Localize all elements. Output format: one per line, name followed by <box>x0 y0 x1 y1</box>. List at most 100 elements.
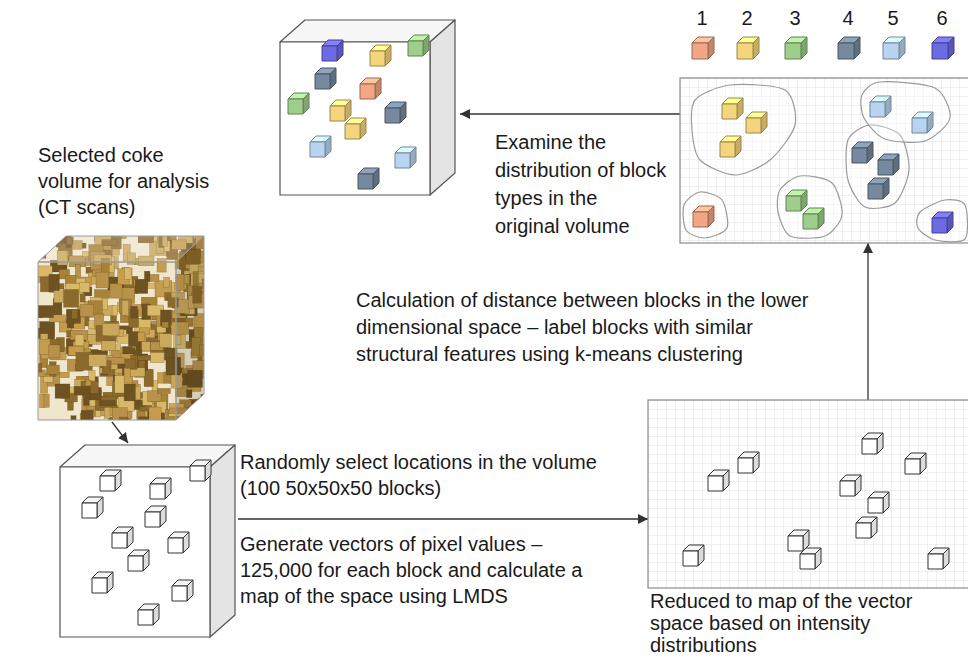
illustration-group <box>30 230 225 441</box>
legend-item: 3 <box>777 0 813 70</box>
block-cube <box>128 550 149 571</box>
coke-piece <box>204 234 216 248</box>
block-front <box>868 498 883 513</box>
block-cube <box>868 178 889 199</box>
block-cube <box>168 532 189 553</box>
block-front <box>128 556 143 571</box>
coke-texture <box>30 230 225 441</box>
block-front <box>803 214 818 229</box>
block-front <box>722 104 737 119</box>
map-panel <box>680 78 968 243</box>
block-cube <box>100 470 121 491</box>
block-cube <box>172 580 193 601</box>
cluster-map <box>680 78 968 243</box>
block-side <box>801 37 807 59</box>
coke-piece <box>112 408 127 423</box>
legend-holder: 3 <box>777 6 813 30</box>
text-holder: Generate vectors of pixel values – 125,0… <box>240 531 605 609</box>
cluster-number: 1 <box>684 6 720 30</box>
block-cube <box>395 147 416 168</box>
block-cube <box>385 102 406 123</box>
block-cube <box>370 45 391 66</box>
block-front <box>330 106 345 121</box>
block-side <box>723 470 729 491</box>
coke-piece <box>107 377 113 386</box>
sampled-volume: Randomly select locations in the volume … <box>58 443 238 642</box>
block-side <box>735 136 741 157</box>
block-front <box>692 43 708 59</box>
block-side <box>423 35 429 56</box>
block-front <box>786 196 801 211</box>
block-side <box>698 545 704 566</box>
illustration-group <box>680 78 968 243</box>
block-side <box>127 527 133 548</box>
volume-top-face <box>38 236 204 262</box>
coke-piece <box>44 394 49 407</box>
block-cube <box>852 142 873 163</box>
coke-piece <box>133 350 142 356</box>
block-front <box>720 142 735 157</box>
cluster-map-illustration <box>680 78 968 243</box>
legend-swatch <box>882 36 908 62</box>
cluster-number: 4 <box>830 6 866 30</box>
block-side <box>400 102 406 123</box>
block-side <box>708 37 714 59</box>
coke-piece <box>124 384 135 401</box>
coke-piece <box>131 306 138 318</box>
block-cube <box>738 452 759 473</box>
coke-piece <box>43 376 53 382</box>
coke-piece <box>194 416 208 426</box>
coke-piece <box>149 274 159 281</box>
coke-piece <box>49 274 59 292</box>
block-cube <box>345 118 366 139</box>
coke-piece <box>206 264 216 277</box>
block-cube <box>322 40 343 61</box>
block-cube <box>883 37 905 59</box>
block-cube <box>868 492 889 513</box>
block-front <box>788 536 803 551</box>
cluster-number: 5 <box>875 6 911 30</box>
coke-piece <box>64 289 79 307</box>
block-side <box>753 37 759 59</box>
cluster-number: 6 <box>924 6 960 30</box>
block-cube <box>800 548 821 569</box>
cluster-outline <box>917 200 968 242</box>
block-cube <box>932 212 953 233</box>
block-cube <box>358 168 379 189</box>
coke-piece <box>49 345 60 358</box>
coke-piece <box>75 335 84 346</box>
block-front <box>912 118 927 133</box>
block-front <box>868 184 883 199</box>
block-cube <box>190 460 211 481</box>
coke-piece <box>94 421 103 432</box>
illustration-group <box>648 400 968 588</box>
volume-front-face <box>60 467 210 637</box>
block-front <box>315 74 330 89</box>
block-front <box>840 481 855 496</box>
coke-volume: Selected coke volume for analysis (CT sc… <box>36 232 206 422</box>
cluster-outline <box>691 84 795 175</box>
coke-piece <box>204 245 218 262</box>
coke-piece <box>206 349 214 358</box>
coke-piece <box>112 305 118 315</box>
block-cube <box>310 136 331 157</box>
block-side <box>893 154 899 175</box>
block-front <box>785 43 801 59</box>
legend-holder: 4 <box>830 6 866 30</box>
coke-piece <box>189 415 202 422</box>
vector-map-illustration <box>648 400 968 588</box>
coke-piece <box>81 422 88 434</box>
coke-piece <box>49 420 65 428</box>
coke-piece <box>204 337 218 353</box>
block-side <box>187 580 193 601</box>
block-side <box>883 492 889 513</box>
block-side <box>325 136 331 157</box>
block-front <box>172 586 187 601</box>
block-side <box>303 93 309 114</box>
coke-piece <box>79 282 89 292</box>
coke-piece <box>174 422 186 440</box>
coke-piece <box>55 384 70 398</box>
flow-arrow <box>460 113 680 114</box>
step-description: Calculation of distance between blocks i… <box>356 287 828 368</box>
block-front <box>856 523 871 538</box>
